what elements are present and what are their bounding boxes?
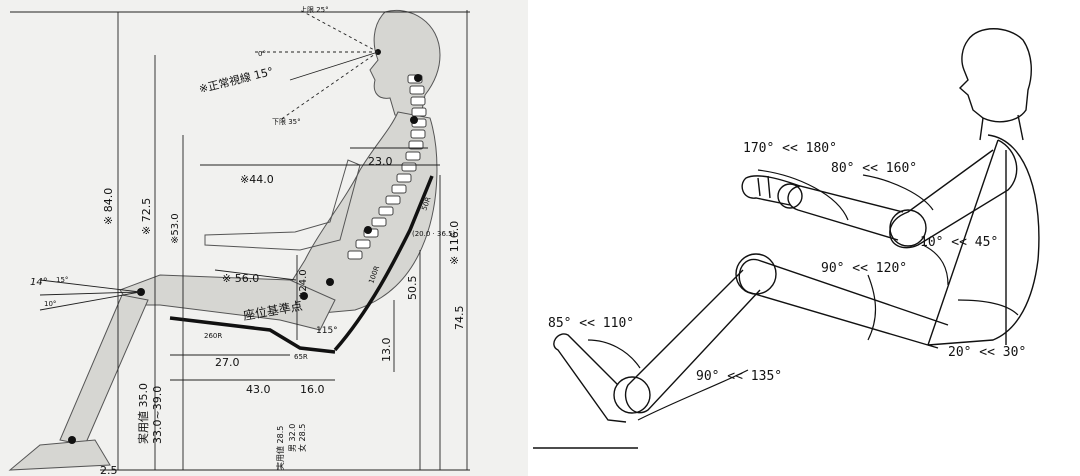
dim-440: ※44.0 xyxy=(240,173,274,186)
joint-points xyxy=(68,49,422,444)
angle-wrist-label: 170° << 180° xyxy=(743,141,837,156)
dim-240: ※24.0 xyxy=(298,269,309,300)
joint-angle-diagram: 170° << 180° 80° << 160° 10° << 45° 90° … xyxy=(528,0,1080,476)
angle-10-label: 10° xyxy=(44,300,56,308)
back-range-label: (20.0 · 36.5) xyxy=(412,230,456,238)
dim-725: ※ 72.5 xyxy=(140,198,153,235)
practical-vertical-label: 実用値 28.5 xyxy=(275,426,285,470)
sight-zero-label: 0° xyxy=(258,50,266,58)
practical-range-label: 33.0~39.0 xyxy=(151,386,164,444)
sight-up-label: 上限 25° xyxy=(300,5,329,14)
angle-15-label: 15° xyxy=(56,276,68,284)
dim-1160: ※ 116.0 xyxy=(448,221,461,265)
angle-arcs xyxy=(587,169,1019,421)
dim-530: ※53.0 xyxy=(170,213,181,244)
angle-elbow-label: 80° << 160° xyxy=(831,161,917,176)
seated-dimension-svg: 上限 25° 0° 下限 35° ※正常視線 15° ※ 84.0 ※ 72.5… xyxy=(8,5,470,476)
seated-dimension-diagram: 上限 25° 0° 下限 35° ※正常視線 15° ※ 84.0 ※ 72.5… xyxy=(0,0,528,476)
practical-value-label: 実用値 35.0 xyxy=(136,383,150,444)
human-silhouette xyxy=(8,10,441,471)
angle-shoulder-label: 10° << 45° xyxy=(920,235,998,250)
dim-270: 27.0 xyxy=(215,356,240,369)
angle-main-label: 14° xyxy=(30,277,48,288)
male-value-label: 男 32.0 xyxy=(288,424,297,452)
dim-230: 23.0 xyxy=(368,155,393,168)
angle-hip-label: 90° << 120° xyxy=(821,261,907,276)
sight-down-label: 下限 35° xyxy=(272,117,301,126)
angle-ankle-label: 85° << 110° xyxy=(548,316,634,331)
female-value-label: 女 28.5 xyxy=(297,424,307,452)
angle-labels: 170° << 180° 80° << 160° 10° << 45° 90° … xyxy=(548,141,1026,384)
dim-430: 43.0 xyxy=(246,383,271,396)
normal-sight-label: ※正常視線 15° xyxy=(197,64,274,96)
dim-160: 16.0 xyxy=(300,383,325,396)
angle-115-label: 115° xyxy=(316,326,338,336)
figure-outline xyxy=(533,28,1040,449)
dim-505: 50.5 xyxy=(406,276,419,301)
dim-130: 13.0 xyxy=(380,338,393,363)
joint-angle-svg: 170° << 180° 80° << 160° 10° << 45° 90° … xyxy=(533,28,1040,449)
angle-knee-label: 90° << 135° xyxy=(696,369,782,384)
radius-260-label: 260R xyxy=(204,332,222,340)
dim-745: 74.5 xyxy=(453,306,466,331)
dim-560: ※ 56.0 xyxy=(222,272,259,285)
dimension-lines xyxy=(10,9,470,471)
dimension-labels: 上限 25° 0° 下限 35° ※正常視線 15° ※ 84.0 ※ 72.5… xyxy=(30,5,466,476)
radius-65-label: 65R xyxy=(294,353,308,361)
dim-25: 2.5 xyxy=(100,464,118,476)
seat-profile xyxy=(169,175,434,354)
dim-840: ※ 84.0 xyxy=(102,188,115,225)
angle-back-label: 20° << 30° xyxy=(948,345,1026,360)
